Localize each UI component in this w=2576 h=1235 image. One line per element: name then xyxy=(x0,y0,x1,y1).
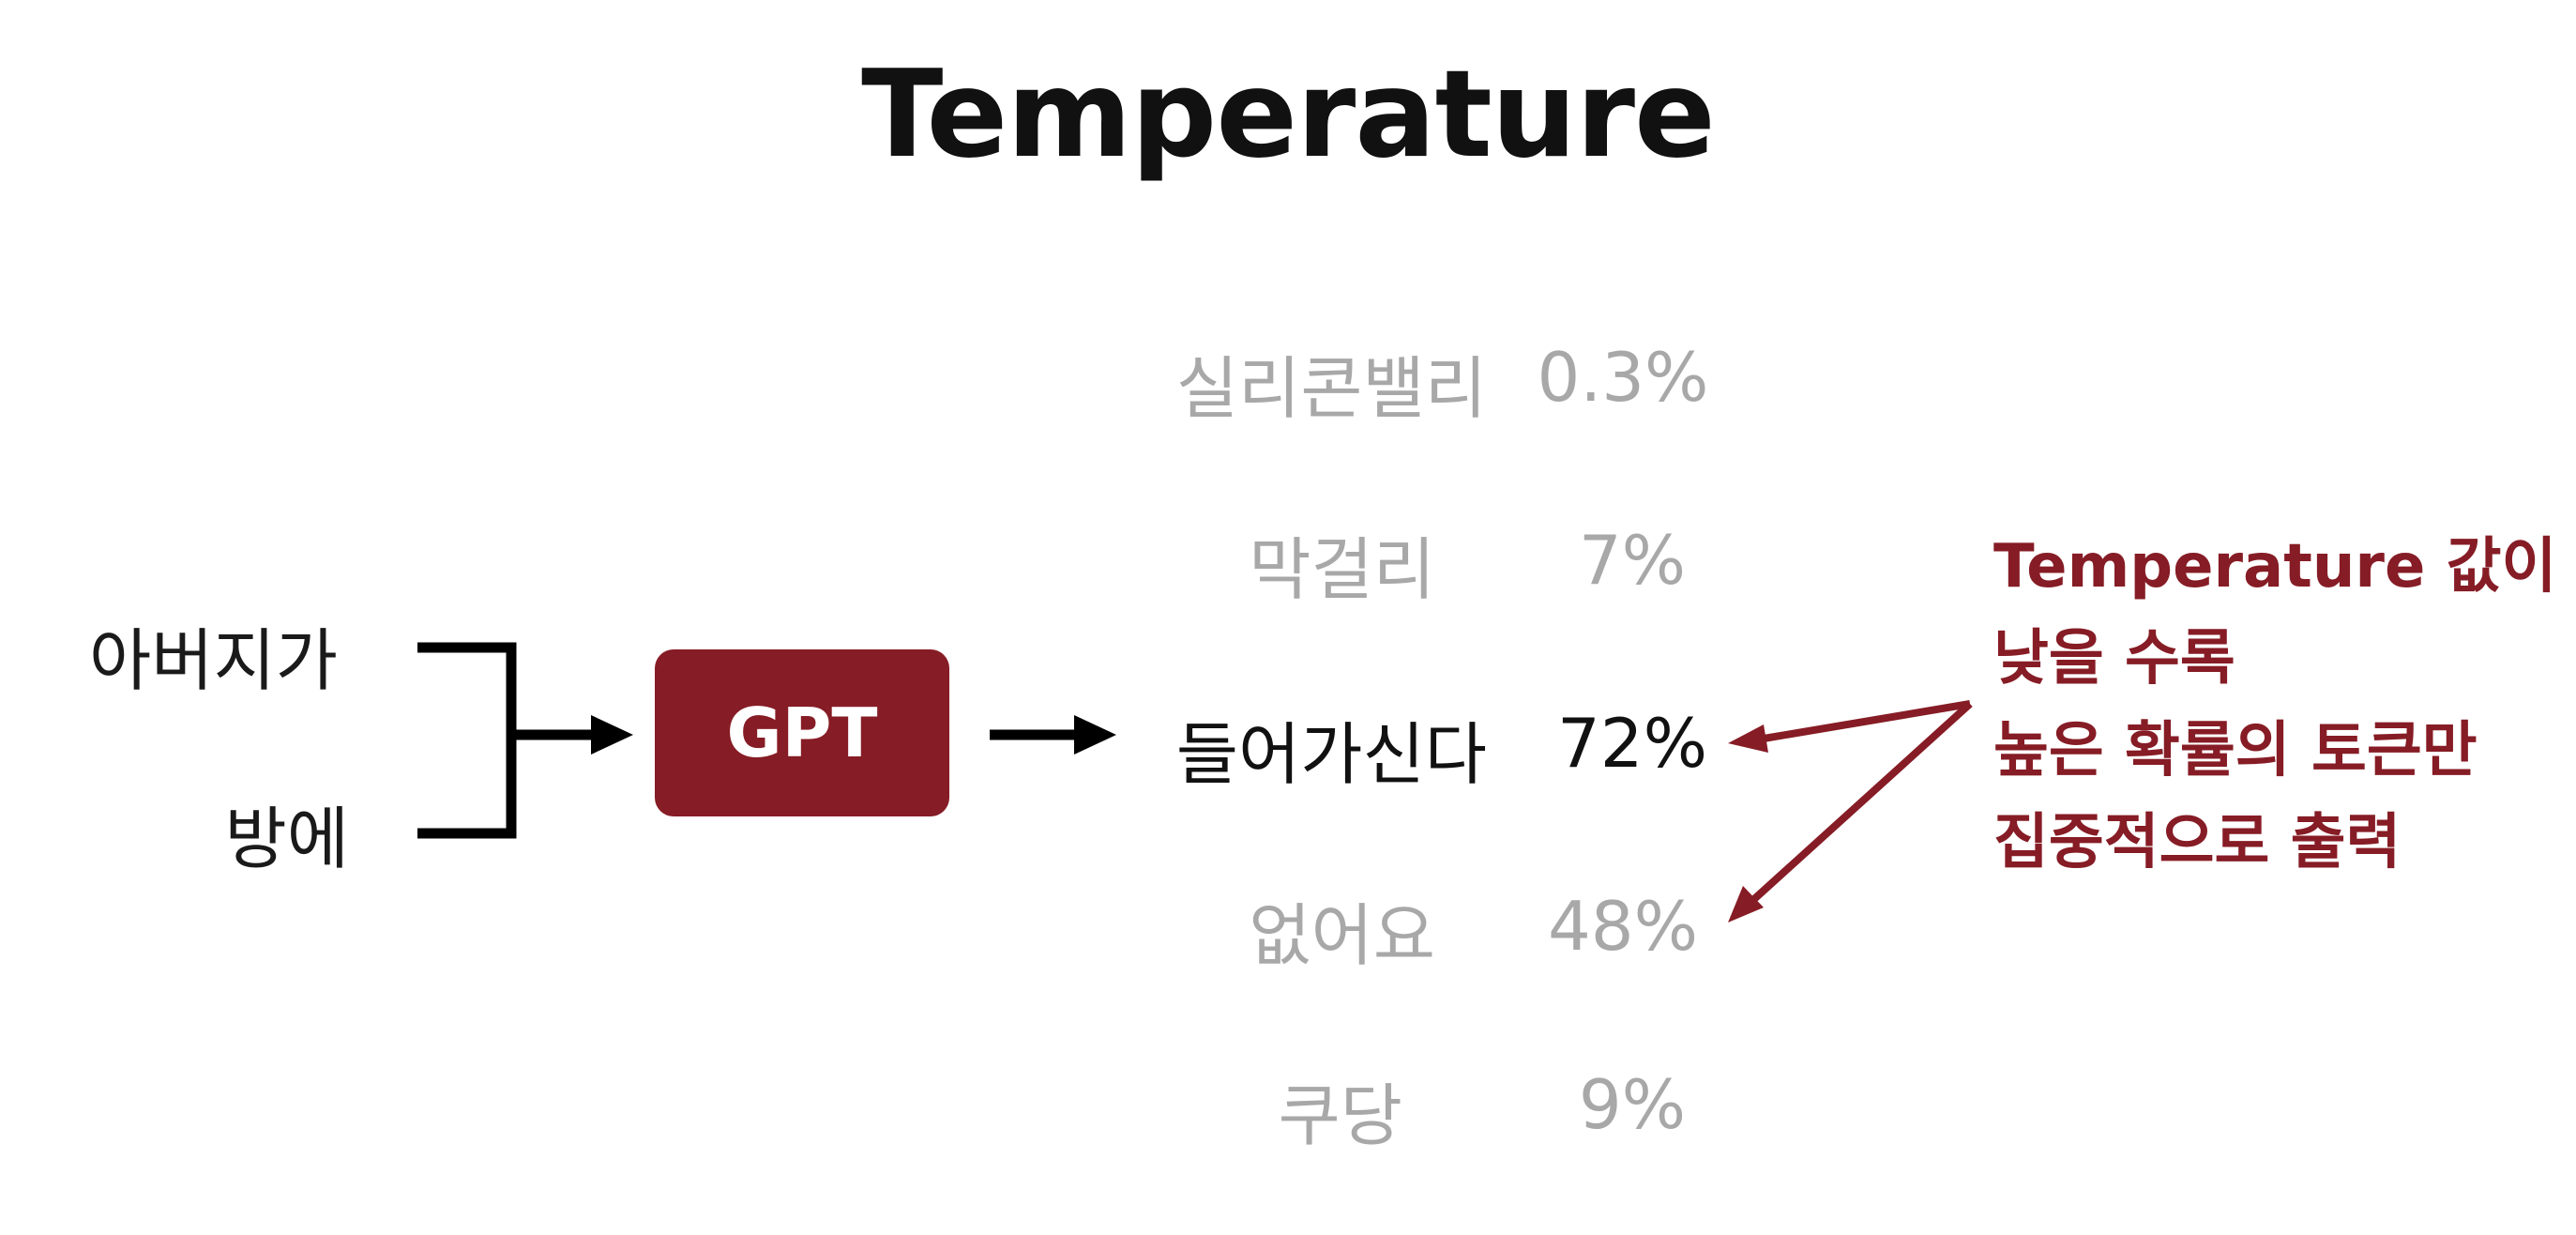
merge-arrow-head-icon xyxy=(591,715,633,755)
merge-bracket xyxy=(417,642,517,839)
candidate-token-2: 막걸리 xyxy=(1249,530,1435,609)
gpt-model-box: GPT xyxy=(655,649,949,816)
note-line-4: 집중적으로 출력 xyxy=(1993,808,2402,877)
input-word-father: 아버지가 xyxy=(89,621,338,700)
pointer-head-high-icon xyxy=(1728,724,1768,753)
candidate-token-4: 없어요 xyxy=(1249,896,1435,975)
candidate-prob-1: 0.3% xyxy=(1537,338,1709,417)
candidate-prob-5: 9% xyxy=(1578,1065,1687,1144)
temperature-note: Temperature 값이 낮을 수록 높은 확률의 토큰만 집중적으로 출력 xyxy=(1993,521,2556,889)
title: Temperature xyxy=(861,45,1716,185)
candidate-token-3: 들어가신다 xyxy=(1175,715,1487,794)
candidate-prob-4: 48% xyxy=(1547,887,1699,966)
note-line-3: 높은 확률의 토큰만 xyxy=(1993,716,2478,785)
candidate-token-5: 쿠당 xyxy=(1278,1076,1402,1155)
gpt-label: GPT xyxy=(726,694,878,772)
candidate-prob-2: 7% xyxy=(1578,521,1687,600)
pointer-line-to-low xyxy=(1751,701,1973,902)
candidate-prob-3: 72% xyxy=(1556,704,1708,783)
pointer-head-low-icon xyxy=(1728,886,1764,922)
pointer-line-to-high xyxy=(1763,700,1971,742)
output-arrow-head-icon xyxy=(1074,715,1116,755)
note-line-2: 낮을 수록 xyxy=(1993,624,2235,694)
note-line-1: Temperature 값이 xyxy=(1993,532,2557,602)
input-word-room: 방에 xyxy=(224,800,349,878)
candidate-token-1: 실리콘밸리 xyxy=(1175,349,1487,428)
